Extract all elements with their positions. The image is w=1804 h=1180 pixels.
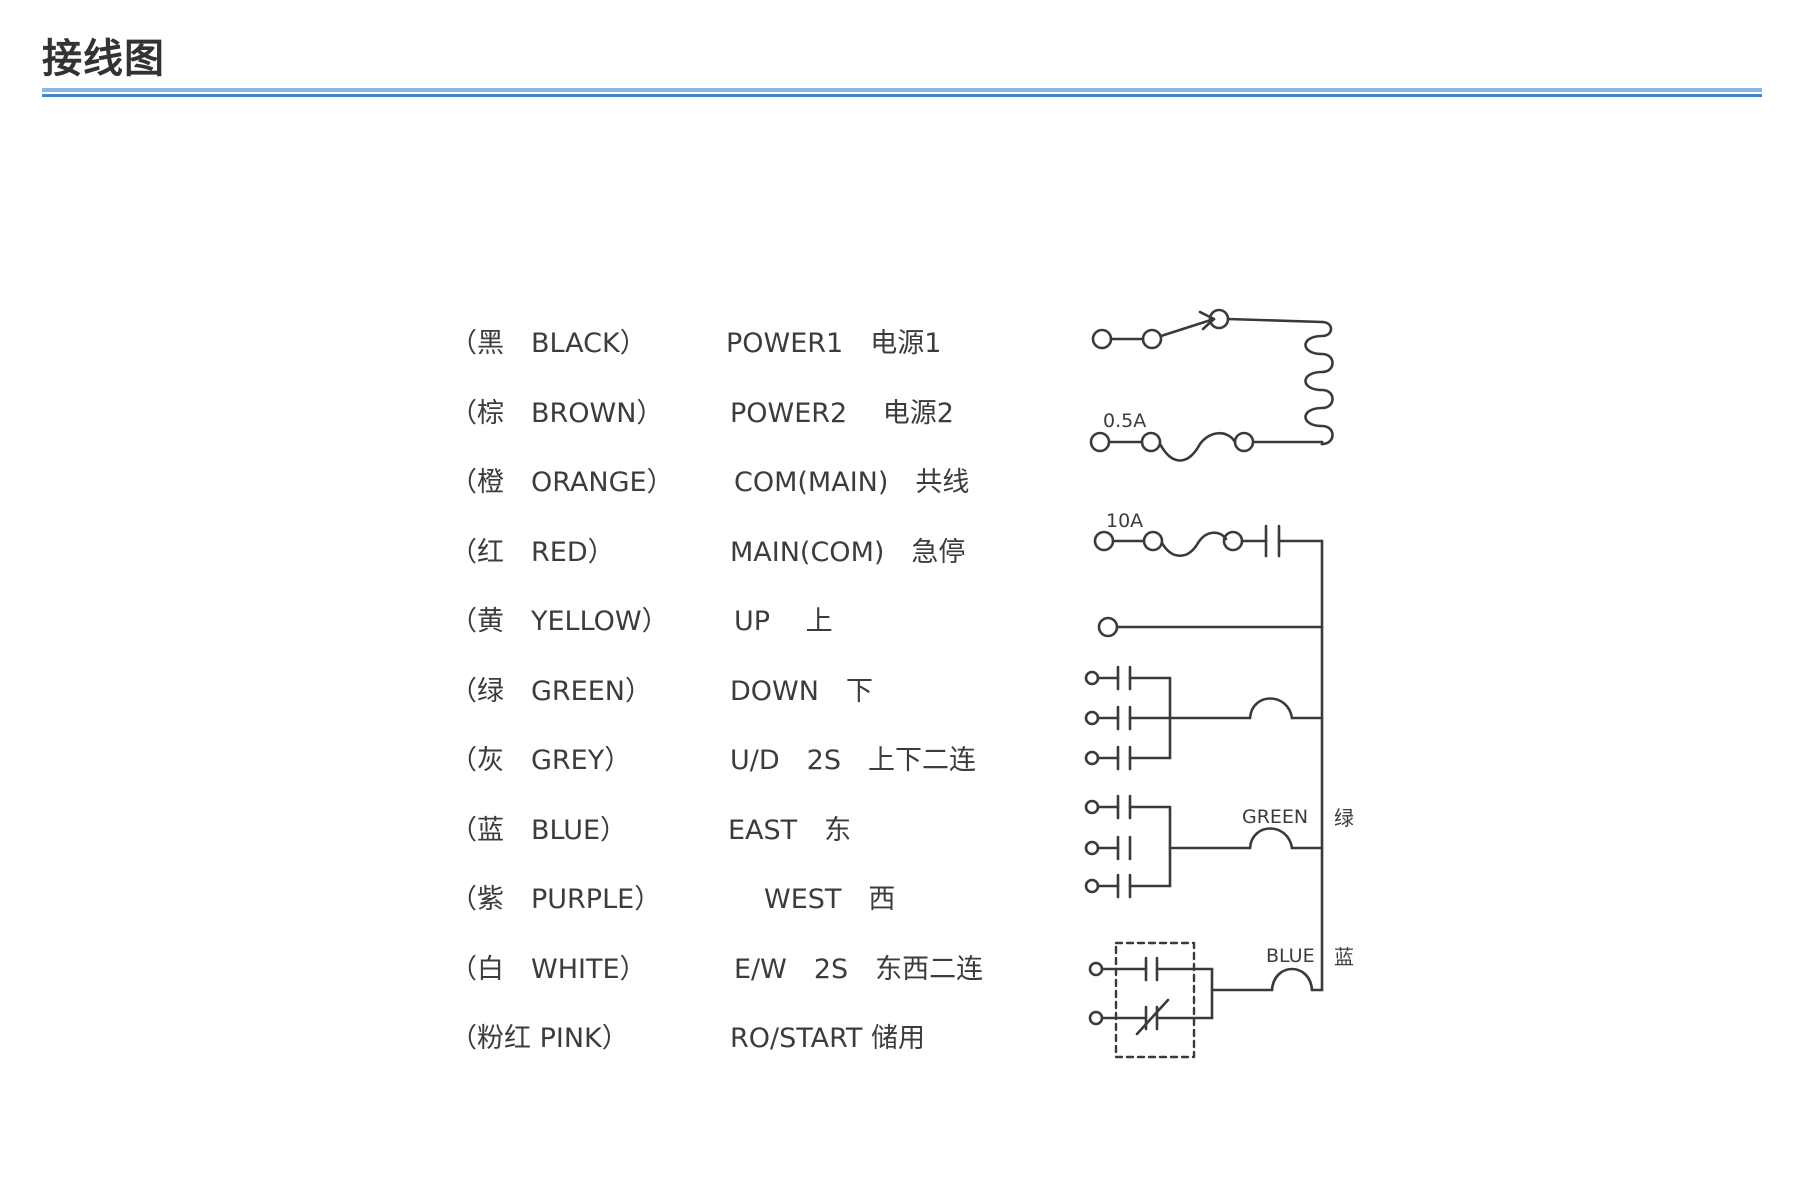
legend-color-purple: （紫 PURPLE）	[450, 884, 662, 915]
legend-func-main-com: MAIN(COM) 急停	[730, 537, 966, 568]
legend-color-white: （白 WHITE）	[450, 954, 647, 985]
legend-func-ew-2s: E/W 2S 东西二连	[734, 954, 984, 985]
contact-group-east-west	[1084, 794, 1324, 899]
legend-color-brown: （棕 BROWN）	[450, 398, 664, 429]
legend-func-power2: POWER2 电源2	[730, 398, 954, 429]
fuse-0-5a	[1089, 431, 1324, 462]
legend-func-down: DOWN 下	[730, 676, 873, 707]
legend-color-grey: （灰 GREY）	[450, 745, 632, 776]
fuse-large-label: 10A	[1106, 510, 1143, 532]
legend-func-east: EAST 东	[728, 815, 852, 846]
blue-wire-cn: 蓝	[1334, 945, 1354, 969]
legend-color-black: （黑 BLACK）	[450, 328, 647, 359]
start-relay-box	[1088, 941, 1324, 1059]
legend-func-com-main: COM(MAIN) 共线	[734, 467, 970, 498]
fuse-10a	[1093, 524, 1324, 558]
legend-color-green: （绿 GREEN）	[450, 676, 652, 707]
legend-func-ro-start: RO/START 储用	[730, 1023, 925, 1054]
legend-func-up: UP 上	[734, 606, 833, 637]
green-wire-label: GREEN	[1242, 806, 1308, 828]
power-switch	[1091, 308, 1324, 350]
contact-group-up-down	[1084, 665, 1324, 771]
legend-color-red: （红 RED）	[450, 537, 615, 568]
fuse-small-label: 0.5A	[1103, 410, 1146, 432]
title-divider	[42, 88, 1762, 97]
legend-func-west: WEST 西	[764, 884, 896, 915]
legend-color-yellow: （黄 YELLOW）	[450, 606, 669, 637]
blue-wire-label: BLUE	[1266, 945, 1315, 967]
page-title: 接线图	[42, 36, 165, 82]
legend-func-power1: POWER1 电源1	[726, 328, 942, 359]
up-terminal	[1097, 616, 1324, 638]
divider-light	[42, 88, 1762, 92]
coil-icon	[1304, 320, 1334, 446]
legend-color-pink: （粉红 PINK）	[450, 1023, 629, 1054]
legend-func-ud-2s: U/D 2S 上下二连	[730, 745, 976, 776]
divider-dark	[42, 94, 1762, 97]
legend-color-orange: （橙 ORANGE）	[450, 467, 674, 498]
legend-color-blue: （蓝 BLUE）	[450, 815, 628, 846]
green-wire-cn: 绿	[1334, 806, 1354, 830]
